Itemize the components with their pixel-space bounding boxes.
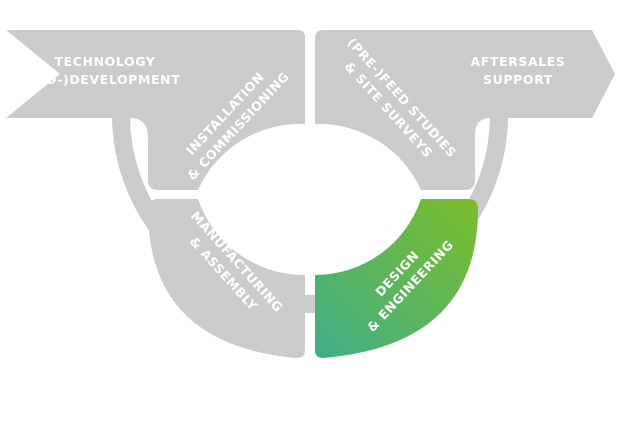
- label-technology-line2: (CO-)DEVELOPMENT: [30, 72, 181, 87]
- label-aftersales-line1: AFTERSALES: [470, 54, 565, 69]
- segment-manufacturing-assembly[interactable]: [148, 199, 305, 358]
- segment-feed-studies[interactable]: [315, 30, 615, 190]
- label-project-management: PROJECT MANAGEMENT: [240, 359, 380, 387]
- segment-design-engineering[interactable]: [315, 199, 478, 358]
- label-project-management-path: PROJECT MANAGEMENT: [240, 359, 380, 387]
- segment-installation-commissioning[interactable]: [6, 30, 305, 190]
- label-aftersales-line2: SUPPORT: [483, 72, 553, 87]
- label-technology-line1: TECHNOLOGY: [55, 54, 156, 69]
